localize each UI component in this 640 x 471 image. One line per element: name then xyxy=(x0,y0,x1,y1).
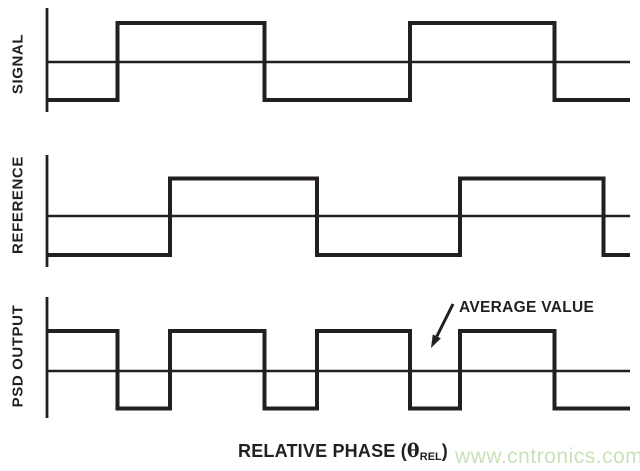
x-axis-label: RELATIVE PHASE (θREL) xyxy=(238,440,448,463)
average-value-arrowhead xyxy=(431,334,441,348)
average-value-label: AVERAGE VALUE xyxy=(459,299,595,316)
reference-wave xyxy=(47,176,630,257)
ylabel-reference: REFERENCE xyxy=(9,156,27,254)
average-value-arrow-line xyxy=(435,303,455,338)
ylabel-signal: SIGNAL xyxy=(9,33,27,95)
watermark-url: www.cntronics.com xyxy=(455,445,640,468)
x-axis-label-suffix: ) xyxy=(441,441,448,461)
theta-symbol: θ xyxy=(406,440,420,462)
ylabel-psd-output: PSD OUTPUT xyxy=(9,304,27,408)
psd-output-wave xyxy=(47,329,630,411)
x-axis-label-prefix: RELATIVE PHASE ( xyxy=(238,441,407,461)
theta-subscript: REL xyxy=(419,451,442,463)
signal-wave xyxy=(47,21,630,102)
